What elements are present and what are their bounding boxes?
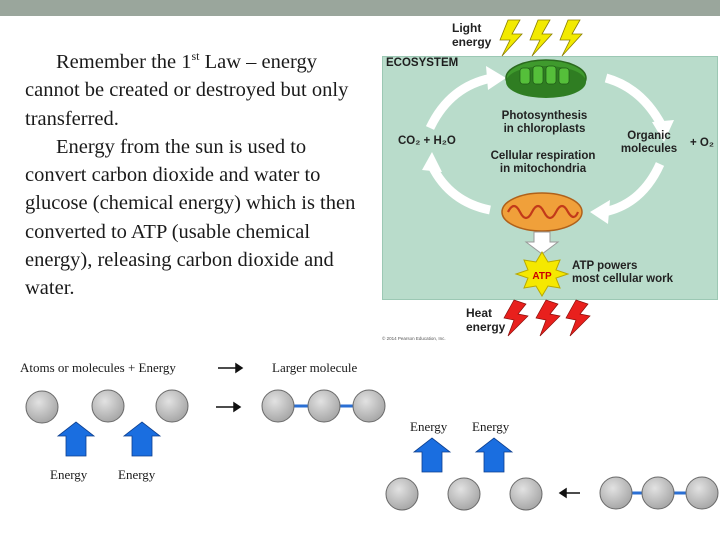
mitochondrion-icon	[501, 192, 583, 232]
o2-label: + O₂	[690, 137, 714, 149]
atp-starburst-icon	[514, 251, 570, 297]
first-law-paragraph: Remember the 1st Law – energy cannot be …	[25, 49, 349, 130]
cycle-arrow-top-right	[604, 73, 666, 129]
co2-h2o-label: CO₂ + H₂O	[398, 135, 456, 147]
heat-bolt-icon	[503, 299, 529, 337]
heat-bolt-icon	[535, 299, 561, 337]
atom-sphere	[261, 389, 295, 423]
synthesis-energy-arrows	[56, 421, 162, 457]
breakdown-bonded-molecule	[599, 476, 719, 510]
heat-bolt-icon	[565, 299, 591, 337]
energy-up-arrow-icon	[474, 437, 514, 473]
energy-up-arrow-icon	[56, 421, 96, 457]
synthesis-energy-label-2: Energy	[118, 467, 156, 482]
larger-molecule	[261, 389, 386, 423]
synthesis-energy-label-1: Energy	[50, 467, 88, 482]
atom-sphere	[25, 390, 59, 424]
atom-sphere	[447, 477, 481, 511]
pearson-credit: © 2014 Pearson Education, Inc.	[382, 336, 446, 341]
atom-sphere	[352, 389, 386, 423]
breakdown-separate-atoms	[385, 477, 543, 511]
ecosystem-energy-flow-figure: ECOSYSTEM	[380, 16, 720, 346]
down-arrow-to-atp	[524, 231, 560, 255]
cycle-arrows	[425, 73, 666, 217]
atom-sphere	[641, 476, 675, 510]
light-bolt-icon	[499, 19, 523, 57]
slide-top-bar	[0, 0, 720, 16]
heat-bolt-icons	[503, 299, 591, 337]
synthesis-separate-atoms	[25, 389, 189, 424]
energy-up-arrow-icon	[122, 421, 162, 457]
energy-up-arrow-icon	[412, 437, 452, 473]
atom-sphere	[509, 477, 543, 511]
atom-sphere	[385, 477, 419, 511]
atom-sphere	[155, 389, 189, 423]
atom-sphere	[599, 476, 633, 510]
atom-sphere	[307, 389, 341, 423]
synthesis-left-label: Atoms or molecules + Energy	[20, 360, 176, 375]
light-bolt-icon	[559, 19, 583, 57]
slide-body-text: Remember the 1st Law – energy cannot be …	[25, 48, 360, 303]
atom-sphere	[91, 389, 125, 423]
reaction-arrows	[216, 362, 580, 499]
atp-badge-text: ATP	[532, 271, 552, 282]
atom-sphere	[685, 476, 719, 510]
synthesis-right-label: Larger molecule	[272, 360, 358, 375]
breakdown-energy-arrows	[412, 437, 514, 473]
cycle-arrow-bottom-right	[602, 162, 665, 217]
sun-energy-paragraph: Energy from the sun is used to convert c…	[25, 135, 356, 300]
ecosystem-graphics: ATP	[422, 19, 674, 337]
cycle-arrow-bottom-left	[427, 163, 491, 215]
chloroplast-icon	[505, 59, 587, 98]
breakdown-energy-label-1: Energy	[410, 419, 448, 434]
cycle-arrowheads	[422, 66, 674, 224]
ecosystem-label: ECOSYSTEM	[386, 57, 459, 69]
cycle-arrow-top-left	[425, 73, 493, 131]
breakdown-energy-label-2: Energy	[472, 419, 510, 434]
light-bolt-icons	[499, 19, 583, 57]
light-bolt-icon	[529, 19, 553, 57]
